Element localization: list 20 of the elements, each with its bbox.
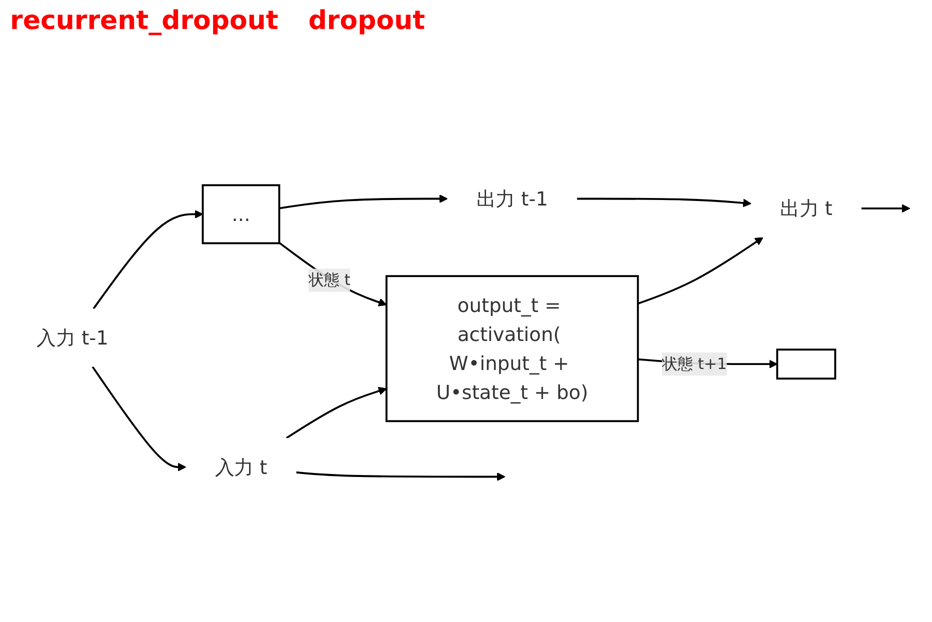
node-text: 出力 t — [780, 196, 832, 220]
node-text: 出力 t-1 — [476, 187, 548, 210]
arrow — [638, 237, 764, 305]
arrow — [278, 242, 387, 306]
node-text: 入力 t — [214, 456, 268, 479]
annotation-text: dropout — [308, 6, 426, 36]
annotation-text: recurrent_dropout — [10, 6, 278, 36]
arrow — [286, 387, 387, 439]
node-box: output_t = activation( W•input_t + U•state_t + bo) — [386, 275, 639, 422]
arrow — [92, 366, 186, 472]
arrow — [92, 210, 204, 310]
arrow — [279, 194, 448, 210]
node-box: ... — [202, 184, 280, 244]
edge-label: 状態 t+1 — [662, 354, 727, 373]
node-box — [776, 348, 836, 380]
arrow — [861, 204, 910, 213]
node-text: 入力 t-1 — [36, 326, 108, 350]
arrow — [296, 472, 506, 482]
arrow — [577, 198, 752, 208]
edge-label: 状態 t — [308, 270, 350, 290]
